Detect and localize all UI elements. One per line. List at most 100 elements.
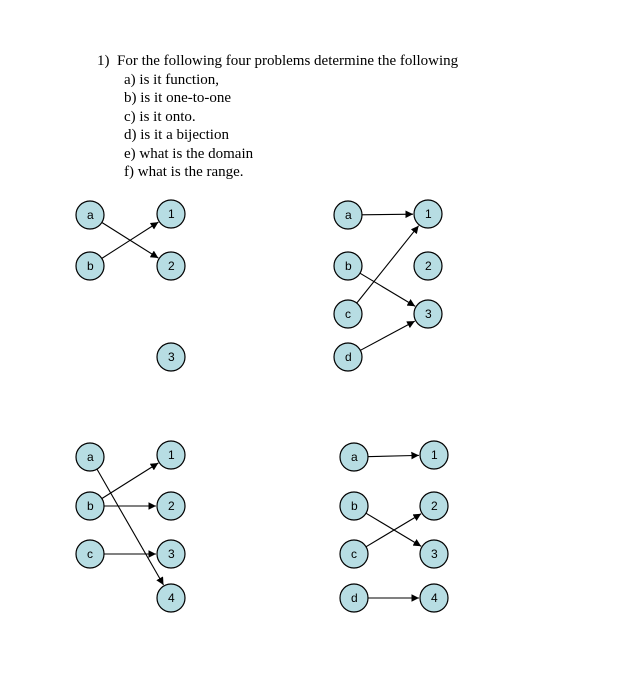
mapping-top-left: a b 1 2 3	[75, 199, 186, 372]
codomain-node-4: 4	[156, 583, 186, 613]
arrow-a-to-1	[365, 451, 420, 460]
codomain-label-3: 3	[168, 350, 175, 364]
domain-circle-c	[333, 299, 363, 329]
codomain-circle-3	[156, 539, 186, 569]
domain-label-a: a	[345, 208, 352, 222]
domain-circle-a	[75, 442, 105, 472]
arrow-c-to-1	[355, 225, 420, 305]
sub-question-list: a) is it function, b) is it one-to-one c…	[97, 71, 458, 182]
codomain-label-3: 3	[431, 547, 438, 561]
codomain-circle-3	[413, 299, 443, 329]
domain-circle-a	[339, 442, 369, 472]
codomain-node-1: 1	[156, 199, 186, 229]
domain-node-d: d	[339, 583, 369, 613]
domain-node-b: b	[333, 251, 363, 281]
arrow-c-to-2	[364, 513, 422, 549]
arrow-d-to-3	[358, 320, 416, 352]
question-line: 1) For the following four problems determ…	[97, 52, 458, 71]
domain-node-b: b	[75, 251, 105, 281]
codomain-node-1: 1	[413, 199, 443, 229]
domain-node-c: c	[333, 299, 363, 329]
codomain-circle-2	[419, 491, 449, 521]
codomain-node-2: 2	[413, 251, 443, 281]
arrow-a-to-2	[99, 220, 159, 259]
problem-statement: 1) For the following four problems determ…	[97, 52, 458, 182]
domain-label-b: b	[351, 499, 358, 513]
sub-question-b: b) is it one-to-one	[124, 90, 232, 106]
domain-circle-a	[75, 200, 105, 230]
domain-label-d: d	[351, 591, 358, 605]
domain-circle-b	[339, 491, 369, 521]
domain-node-c: c	[75, 539, 105, 569]
codomain-circle-4	[156, 583, 186, 613]
domain-label-c: c	[87, 547, 93, 561]
codomain-circle-3	[156, 342, 186, 372]
domain-label-c: c	[345, 307, 351, 321]
codomain-node-1: 1	[419, 440, 449, 470]
arrow-b-to-3	[358, 271, 416, 307]
codomain-label-2: 2	[168, 499, 175, 513]
domain-node-d: d	[333, 342, 363, 372]
codomain-circle-1	[156, 440, 186, 470]
codomain-node-2: 2	[156, 251, 186, 281]
sub-question-d: d) is it a bijection	[124, 127, 229, 143]
arrow-a-to-4	[95, 467, 165, 586]
domain-node-a: a	[333, 200, 363, 230]
codomain-circle-1	[413, 199, 443, 229]
sub-question-f: f) what is the range.	[124, 164, 244, 180]
codomain-node-2: 2	[419, 491, 449, 521]
codomain-node-3: 3	[156, 539, 186, 569]
domain-node-a: a	[75, 442, 105, 472]
codomain-label-4: 4	[431, 591, 438, 605]
domain-circle-d	[333, 342, 363, 372]
codomain-node-2: 2	[156, 491, 186, 521]
arrow-b-to-1	[99, 221, 159, 260]
codomain-label-4: 4	[168, 591, 175, 605]
domain-circle-a	[333, 200, 363, 230]
question-text: For the following four problems determin…	[117, 53, 459, 69]
codomain-circle-2	[156, 491, 186, 521]
codomain-circle-3	[419, 539, 449, 569]
domain-circle-b	[75, 491, 105, 521]
codomain-label-3: 3	[425, 307, 432, 321]
domain-node-c: c	[339, 539, 369, 569]
domain-circle-b	[75, 251, 105, 281]
arrow-b-to-1	[99, 462, 159, 501]
domain-node-b: b	[339, 491, 369, 521]
arrow-a-to-1	[359, 210, 414, 219]
domain-label-b: b	[87, 499, 94, 513]
sub-question-c: c) is it onto.	[124, 108, 196, 125]
codomain-label-2: 2	[168, 259, 175, 273]
domain-label-c: c	[351, 547, 357, 561]
domain-node-b: b	[75, 491, 105, 521]
sub-question-a: a) is it function,	[124, 71, 219, 88]
domain-label-a: a	[87, 450, 94, 464]
domain-node-a: a	[339, 442, 369, 472]
codomain-label-1: 1	[431, 448, 438, 462]
codomain-circle-4	[419, 583, 449, 613]
domain-label-b: b	[87, 259, 94, 273]
codomain-label-2: 2	[425, 259, 432, 273]
domain-node-a: a	[75, 200, 105, 230]
codomain-node-4: 4	[419, 583, 449, 613]
codomain-label-1: 1	[425, 207, 432, 221]
domain-circle-b	[333, 251, 363, 281]
domain-circle-c	[339, 539, 369, 569]
codomain-node-3: 3	[419, 539, 449, 569]
codomain-circle-1	[419, 440, 449, 470]
codomain-label-2: 2	[431, 499, 438, 513]
codomain-node-3: 3	[413, 299, 443, 329]
codomain-label-1: 1	[168, 207, 175, 221]
domain-label-a: a	[87, 208, 94, 222]
mapping-top-right: a b c d 1 2 3	[333, 199, 443, 372]
codomain-label-3: 3	[168, 547, 175, 561]
arrow-b-to-3	[364, 511, 422, 547]
codomain-node-3: 3	[156, 342, 186, 372]
codomain-label-1: 1	[168, 448, 175, 462]
question-number: 1)	[97, 53, 110, 69]
mapping-bottom-left: a b c 1 2 3 4	[75, 440, 186, 613]
codomain-circle-1	[156, 199, 186, 229]
domain-label-a: a	[351, 450, 358, 464]
domain-label-d: d	[345, 350, 352, 364]
